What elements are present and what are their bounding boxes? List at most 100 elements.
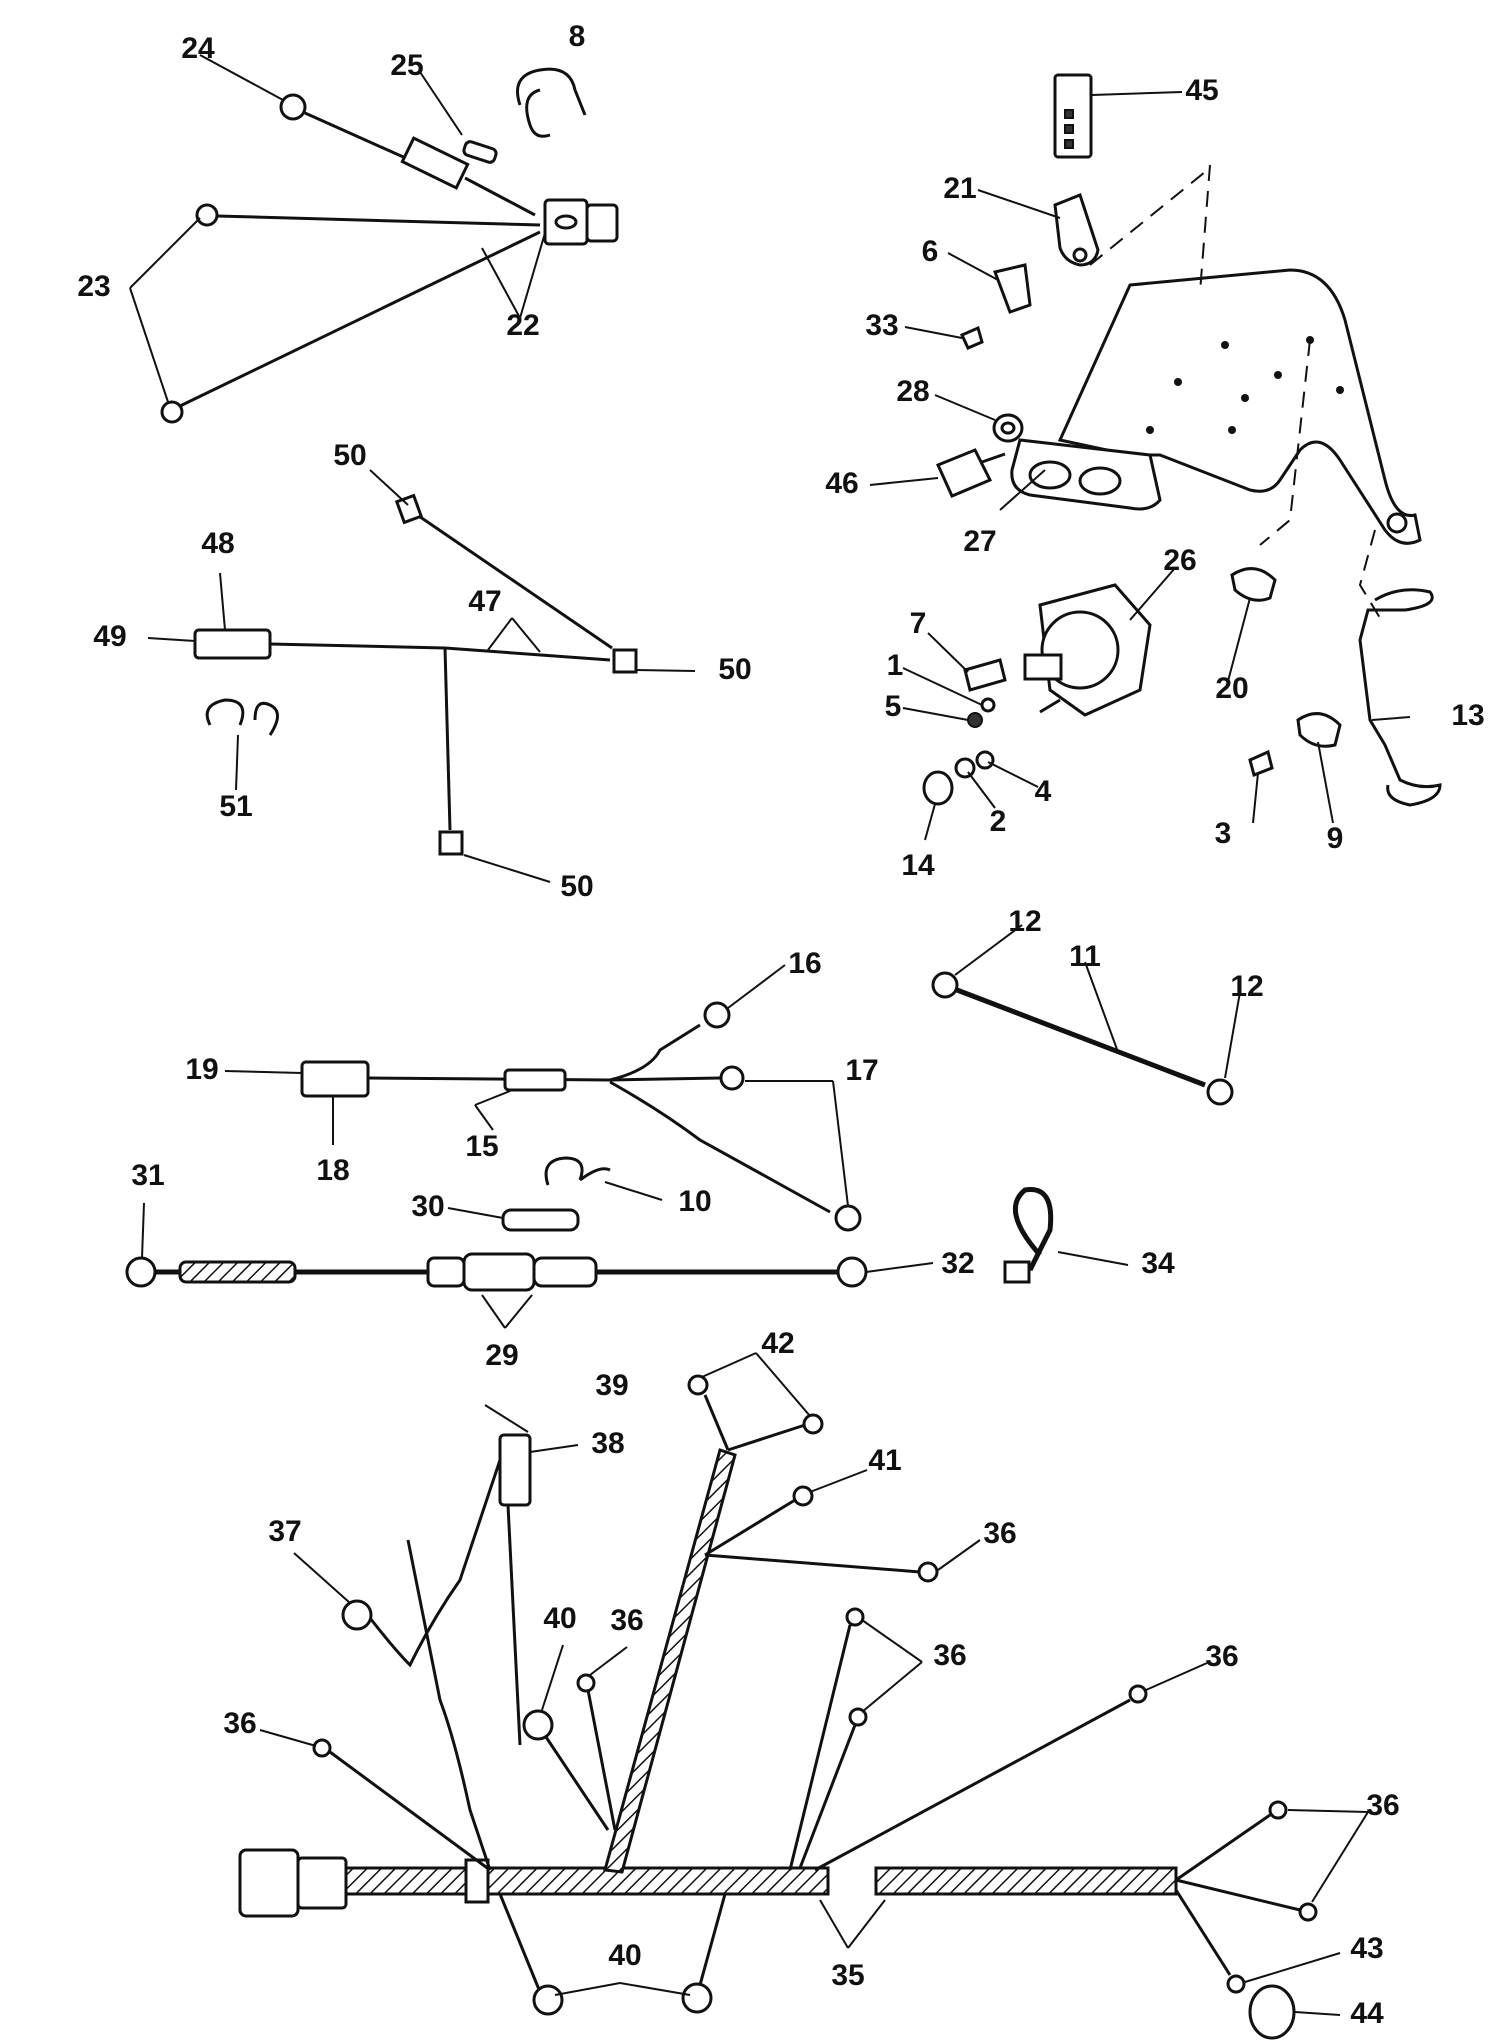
terminal-50-right: [612, 648, 638, 674]
harness-15-group: [300, 1001, 862, 1232]
callout-47: 47: [468, 585, 501, 618]
callout-23: 23: [77, 270, 110, 303]
callout-30: 30: [411, 1190, 444, 1223]
callout-40-a: 40: [543, 1602, 576, 1635]
callout-43: 43: [1350, 1932, 1383, 1965]
callout-16: 16: [788, 947, 821, 980]
callout-38: 38: [591, 1427, 624, 1460]
clip-8: [516, 67, 587, 138]
callout-50-top: 50: [333, 439, 366, 472]
callout-1: 1: [887, 649, 904, 682]
callout-11: 11: [1069, 940, 1101, 973]
bracket-27: [1057, 268, 1422, 545]
callout-2: 2: [990, 805, 1007, 838]
callout-33: 33: [865, 309, 898, 342]
cable-tie-head: [1003, 1260, 1031, 1284]
main-harness-35: [238, 1374, 1318, 2040]
callout-45: 45: [1185, 74, 1218, 107]
callout-9: 9: [1327, 822, 1344, 855]
callout-40-b: 40: [608, 1939, 641, 1972]
callout-14: 14: [901, 849, 935, 882]
terminal-50-bottom: [438, 830, 464, 856]
callout-39: 39: [595, 1369, 628, 1402]
callout-15: 15: [465, 1130, 498, 1163]
solenoid-terminal: [1023, 653, 1063, 681]
screw-33: [959, 325, 984, 350]
spring-13: [1358, 588, 1442, 807]
clip-51: [205, 698, 279, 736]
clip-10: [544, 1156, 611, 1186]
callout-50-right: 50: [718, 653, 751, 686]
callout-42: 42: [761, 1327, 794, 1360]
callout-10: 10: [678, 1185, 711, 1218]
callout-6: 6: [922, 235, 939, 268]
callout-44: 44: [1350, 1997, 1384, 2030]
terminal-50-top: [394, 493, 424, 525]
callout-36-d: 36: [1205, 1640, 1238, 1673]
fuse-30: [501, 1208, 580, 1232]
callout-8: 8: [569, 20, 586, 53]
callout-5: 5: [885, 690, 902, 723]
connector-38: [498, 1433, 532, 1507]
callout-25: 25: [390, 49, 423, 82]
callout-26: 26: [1163, 544, 1196, 577]
mounting-bracket-group: [922, 73, 1442, 807]
callout-50-bottom: 50: [560, 870, 593, 903]
callout-41: 41: [868, 1444, 901, 1477]
callout-36-e: 36: [223, 1707, 256, 1740]
callout-37: 37: [268, 1515, 301, 1548]
cap-14: [922, 770, 954, 806]
cable-tie-34: [1012, 1187, 1054, 1272]
callout-21: 21: [943, 172, 976, 205]
connector-49: [193, 628, 272, 660]
callout-29: 29: [485, 1339, 518, 1372]
callout-31: 31: [131, 1159, 164, 1192]
callout-3: 3: [1215, 817, 1232, 850]
callout-36-f: 36: [1366, 1789, 1399, 1822]
bolt-46: [935, 448, 993, 498]
clamp-20: [1230, 567, 1277, 602]
callout-36-c: 36: [933, 1639, 966, 1672]
callout-49: 49: [93, 620, 126, 653]
callout-34: 34: [1141, 1247, 1175, 1280]
terminal-43: [1226, 1974, 1246, 1994]
callout-24: 24: [181, 32, 215, 65]
callout-22: 22: [506, 309, 539, 342]
callout-18: 18: [316, 1154, 349, 1187]
callout-51: 51: [219, 790, 252, 823]
callout-7: 7: [910, 607, 927, 640]
callout-46: 46: [825, 467, 858, 500]
screw-7: [963, 658, 1007, 692]
callout-48: 48: [201, 527, 234, 560]
callout-17: 17: [845, 1054, 878, 1087]
boot-44: [1248, 1984, 1296, 2040]
screw-3: [1248, 749, 1274, 778]
callout-labels: 24 25 8 23 22 45 21 6 33 28 46 27 26 7 1…: [77, 20, 1484, 2030]
washer-4: [975, 750, 995, 770]
connector-19: [300, 1060, 370, 1098]
callout-35: 35: [831, 1959, 864, 1992]
main-connector: [238, 1848, 300, 1918]
clamp-9: [1296, 712, 1342, 748]
clamp-6: [992, 263, 1032, 314]
callout-12-right: 12: [1230, 970, 1263, 1003]
callout-20: 20: [1215, 672, 1248, 705]
callout-13: 13: [1451, 699, 1484, 732]
callout-19: 19: [185, 1053, 218, 1086]
cable-29: [125, 1252, 868, 1292]
fuse-25: [462, 140, 498, 164]
callout-36-a: 36: [983, 1517, 1016, 1550]
harness-47-group: [193, 493, 638, 856]
nut-2: [954, 757, 976, 779]
callout-32: 32: [941, 1247, 974, 1280]
callout-28: 28: [896, 375, 929, 408]
callout-4: 4: [1035, 775, 1052, 808]
washer-1: [980, 697, 996, 713]
callout-12-left: 12: [1008, 905, 1041, 938]
callout-27: 27: [963, 525, 996, 558]
harness-22-group: [160, 67, 619, 424]
strap-21: [1053, 193, 1100, 267]
cable-11: [931, 971, 1234, 1106]
nut-5: [967, 712, 983, 728]
